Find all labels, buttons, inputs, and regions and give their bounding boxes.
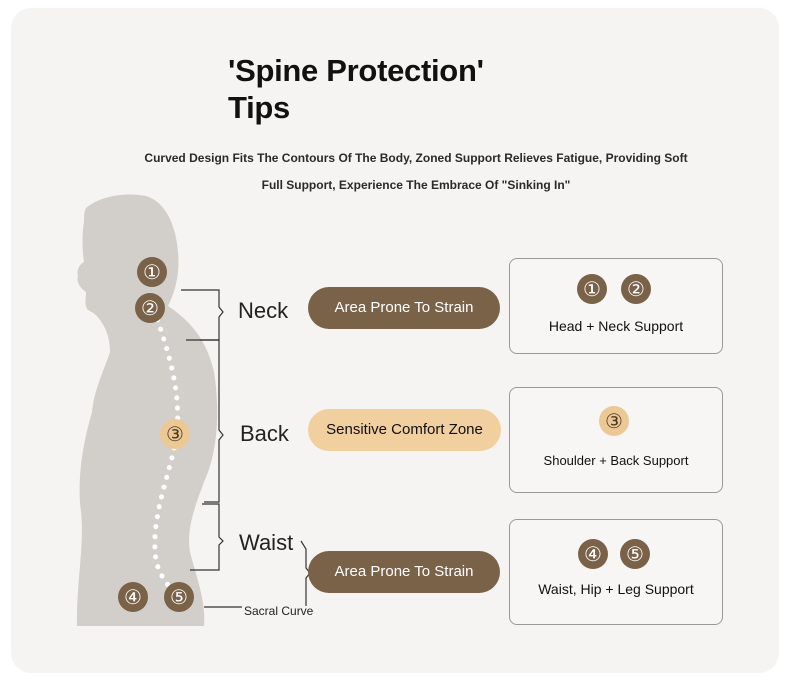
waist-box-marker-4: ④ <box>578 539 608 569</box>
section-label-back: Back <box>240 421 289 446</box>
page-title: 'Spine Protection' Tips <box>228 52 484 126</box>
neck-support-box: ① ② Head + Neck Support <box>509 258 723 354</box>
back-support-text: Shoulder + Back Support <box>543 453 689 468</box>
waist-box-marker-5: ⑤ <box>620 539 650 569</box>
section-label-neck: Neck <box>238 298 289 323</box>
description-line-1: Curved Design Fits The Contours Of The B… <box>144 151 688 165</box>
sacral-curve-label: Sacral Curve <box>244 604 314 618</box>
title-line-2: Tips <box>228 90 290 125</box>
waist-support-text: Waist, Hip + Leg Support <box>538 581 694 597</box>
body-silhouette <box>76 194 218 626</box>
spine-marker-5: ⑤ <box>164 582 194 612</box>
back-comfort-tag: Sensitive Comfort Zone <box>308 409 501 451</box>
waist-support-box: ④ ⑤ Waist, Hip + Leg Support <box>509 519 723 625</box>
spine-marker-1: ① <box>137 257 167 287</box>
spine-marker-4: ④ <box>118 582 148 612</box>
back-box-marker-3: ③ <box>599 406 629 436</box>
spine-marker-2: ② <box>135 293 165 323</box>
spine-marker-3: ③ <box>160 419 190 449</box>
waist-bracket <box>190 503 224 571</box>
back-bracket <box>186 339 224 503</box>
neck-box-marker-2: ② <box>621 274 651 304</box>
back-support-box: ③ Shoulder + Back Support <box>509 387 723 493</box>
description-line-2: Full Support, Experience The Embrace Of … <box>261 178 571 192</box>
waist-strain-tag: Area Prone To Strain <box>308 551 500 593</box>
neck-box-marker-1: ① <box>577 274 607 304</box>
neck-support-text: Head + Neck Support <box>548 318 684 334</box>
spine-dotted-curve <box>151 307 181 599</box>
neck-strain-tag: Area Prone To Strain <box>308 287 500 329</box>
title-line-1: 'Spine Protection' <box>228 53 484 88</box>
section-label-waist: Waist <box>239 530 294 555</box>
